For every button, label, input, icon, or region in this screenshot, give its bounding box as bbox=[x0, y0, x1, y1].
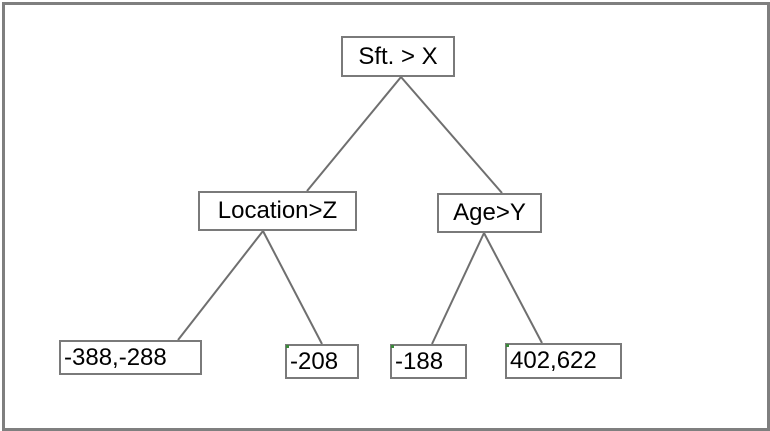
leaf-node-3: -188 bbox=[390, 344, 467, 379]
leaf-node-2: -208 bbox=[285, 344, 359, 379]
edge-left-split-leaf-1 bbox=[177, 230, 264, 341]
edge-root-right-split bbox=[400, 76, 503, 194]
edge-root-left-split bbox=[306, 76, 402, 192]
corner-marker bbox=[286, 345, 289, 348]
split-node-location: Location>Z bbox=[198, 191, 357, 231]
split-node-age: Age>Y bbox=[437, 193, 542, 233]
root-node: Sft. > X bbox=[341, 36, 455, 77]
leaf-node-1: -388,-288 bbox=[59, 340, 202, 375]
edge-right-split-leaf-4 bbox=[483, 232, 543, 344]
edge-left-split-leaf-2 bbox=[262, 230, 323, 345]
leaf-node-4: 402,622 bbox=[505, 343, 622, 379]
corner-marker bbox=[506, 344, 509, 347]
corner-marker bbox=[391, 345, 394, 348]
edge-right-split-leaf-3 bbox=[431, 232, 485, 345]
